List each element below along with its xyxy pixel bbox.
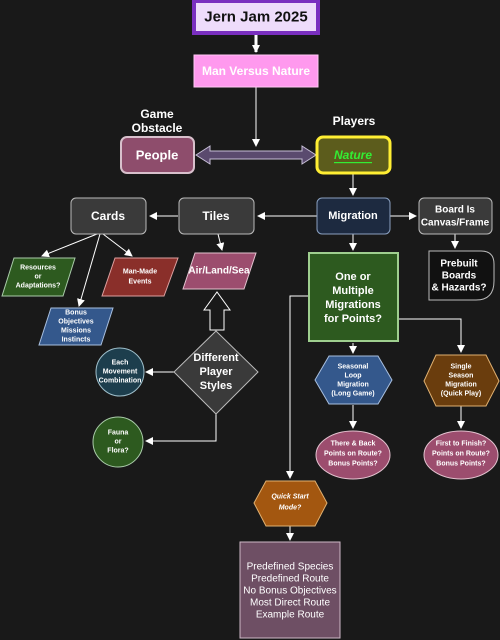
- people-text: People: [136, 148, 179, 163]
- fauna-flora-circle: Fauna or Flora?: [92, 416, 144, 468]
- seasonal-text-1: Seasonal: [338, 364, 369, 371]
- first-finish-ellipse: First to Finish? Points on Route? Bonus …: [423, 430, 499, 480]
- nature-box: Nature: [315, 135, 392, 175]
- title-text: Jern Jam 2025: [204, 9, 307, 26]
- manmade-box: Man-Made Events: [101, 257, 179, 297]
- fauna-text-2: or: [115, 439, 122, 446]
- prebuilt-text-2: Boards: [442, 271, 477, 282]
- quick-start-text-1: Quick Start: [271, 494, 309, 501]
- movement-text-1: Each: [112, 360, 129, 367]
- player-styles-text-3: Styles: [200, 380, 232, 392]
- seasonal-text-3: Migration: [337, 382, 369, 389]
- quick-start-list-item-5: Example Route: [256, 610, 325, 621]
- cards-text: Cards: [91, 209, 125, 223]
- first-finish-text-3: Bonus Points?: [436, 461, 485, 468]
- theme-box: Man Versus Nature: [193, 54, 319, 88]
- movement-text-2: Movement: [103, 369, 138, 376]
- fauna-text-1: Fauna: [108, 430, 129, 437]
- first-finish-text-1: First to Finish?: [436, 441, 487, 448]
- movement-text-3: Combination: [99, 378, 142, 385]
- migrations-points-text-2: Multiple: [332, 285, 374, 297]
- player-styles-text-1: Different: [193, 352, 239, 364]
- title-box: Jern Jam 2025: [192, 0, 320, 35]
- quick-start-list-item-1: Predefined Species: [247, 562, 334, 573]
- nature-text: Nature: [334, 148, 372, 162]
- quick-start-list-item-2: Predefined Route: [251, 574, 329, 585]
- single-text-4: (Quick Play): [441, 391, 481, 398]
- game-obstacle-label-1: Game: [140, 107, 174, 121]
- single-text-3: Migration: [445, 382, 477, 389]
- board-canvas-text-1: Board Is: [435, 205, 475, 216]
- prebuilt-text-1: Prebuilt: [440, 259, 478, 270]
- arrow-cards-to-manmade: [102, 233, 133, 257]
- there-back-text-3: Bonus Points?: [328, 461, 377, 468]
- quick-start-list-item-4: Most Direct Route: [250, 598, 330, 609]
- quick-start-list-box: Predefined Species Predefined Route No B…: [239, 541, 341, 639]
- seasonal-loop-hexagon: Seasonal Loop Migration (Long Game): [314, 355, 393, 405]
- manmade-text-2: Events: [129, 279, 152, 286]
- fauna-text-3: Flora?: [107, 448, 128, 455]
- arrow-points-to-single: [398, 318, 465, 353]
- seasonal-text-4: (Long Game): [331, 391, 374, 398]
- air-land-sea-box: Air/Land/Sea: [182, 252, 257, 290]
- first-finish-text-2: Points on Route?: [432, 451, 490, 458]
- single-text-2: Season: [449, 373, 474, 380]
- connectors: [41, 33, 465, 541]
- arrow-tiles-to-airlandsea: [216, 233, 225, 251]
- theme-text: Man Versus Nature: [202, 64, 310, 78]
- arrow-cards-to-bonus: [77, 233, 101, 307]
- migrations-points-text-4: for Points?: [324, 313, 382, 325]
- bonus-objectives-text-2: Objectives: [58, 319, 94, 326]
- resources-text-2: or: [35, 274, 42, 281]
- resources-text-1: Resources: [20, 265, 56, 272]
- manmade-text-1: Man-Made: [123, 269, 157, 276]
- air-land-sea-text: Air/Land/Sea: [188, 266, 250, 277]
- there-back-ellipse: There & Back Points on Route? Bonus Poin…: [315, 430, 391, 480]
- resources-text-3: Adaptations?: [16, 283, 61, 290]
- there-back-text-1: There & Back: [331, 441, 376, 448]
- migrations-points-text-3: Migrations: [325, 299, 381, 311]
- double-arrow-people-nature: [195, 145, 317, 165]
- player-styles-diamond: Different Player Styles: [173, 330, 259, 415]
- game-obstacle-label-2: Obstacle: [132, 121, 183, 135]
- players-label: Players: [333, 114, 376, 128]
- migration-text: Migration: [328, 210, 378, 222]
- arrow-styles-to-fauna: [145, 414, 217, 445]
- player-styles-text-2: Player: [199, 366, 233, 378]
- quick-start-text-2: Mode?: [279, 505, 302, 512]
- prebuilt-text-3: & Hazards?: [431, 283, 486, 294]
- bonus-objectives-text-3: Missions: [61, 328, 91, 335]
- people-box: People: [120, 136, 195, 174]
- quick-start-hexagon: Quick Start Mode?: [253, 480, 328, 527]
- tiles-text: Tiles: [202, 209, 229, 223]
- single-season-hexagon: Single Season Migration (Quick Play): [423, 354, 500, 407]
- quick-start-list-item-3: No Bonus Objectives: [243, 586, 336, 597]
- board-canvas-text-2: Canvas/Frame: [421, 218, 490, 229]
- tiles-box: Tiles: [178, 197, 255, 235]
- migrations-points-box: One or Multiple Migrations for Points?: [308, 252, 399, 342]
- bonus-objectives-text-4: Instincts: [62, 337, 91, 344]
- prebuilt-box: Prebuilt Boards & Hazards?: [428, 250, 495, 301]
- migrations-points-text-1: One or: [335, 271, 371, 283]
- single-text-1: Single: [450, 364, 471, 371]
- arrow-styles-to-airlandsea: [203, 291, 231, 331]
- bonus-objectives-text-1: Bonus: [65, 310, 87, 317]
- movement-combination-circle: Each Movement Combination: [95, 347, 145, 397]
- there-back-text-2: Points on Route?: [324, 451, 382, 458]
- seasonal-text-2: Loop: [344, 373, 361, 380]
- migration-box: Migration: [316, 197, 391, 235]
- arrow-cards-to-resources: [41, 233, 98, 258]
- cards-box: Cards: [70, 197, 147, 235]
- board-canvas-box: Board Is Canvas/Frame: [418, 197, 493, 235]
- bonus-objectives-box: Bonus Objectives Missions Instincts: [38, 307, 114, 346]
- arrow-points-to-quickstart: [286, 295, 309, 479]
- resources-box: Resources or Adaptations?: [1, 257, 76, 297]
